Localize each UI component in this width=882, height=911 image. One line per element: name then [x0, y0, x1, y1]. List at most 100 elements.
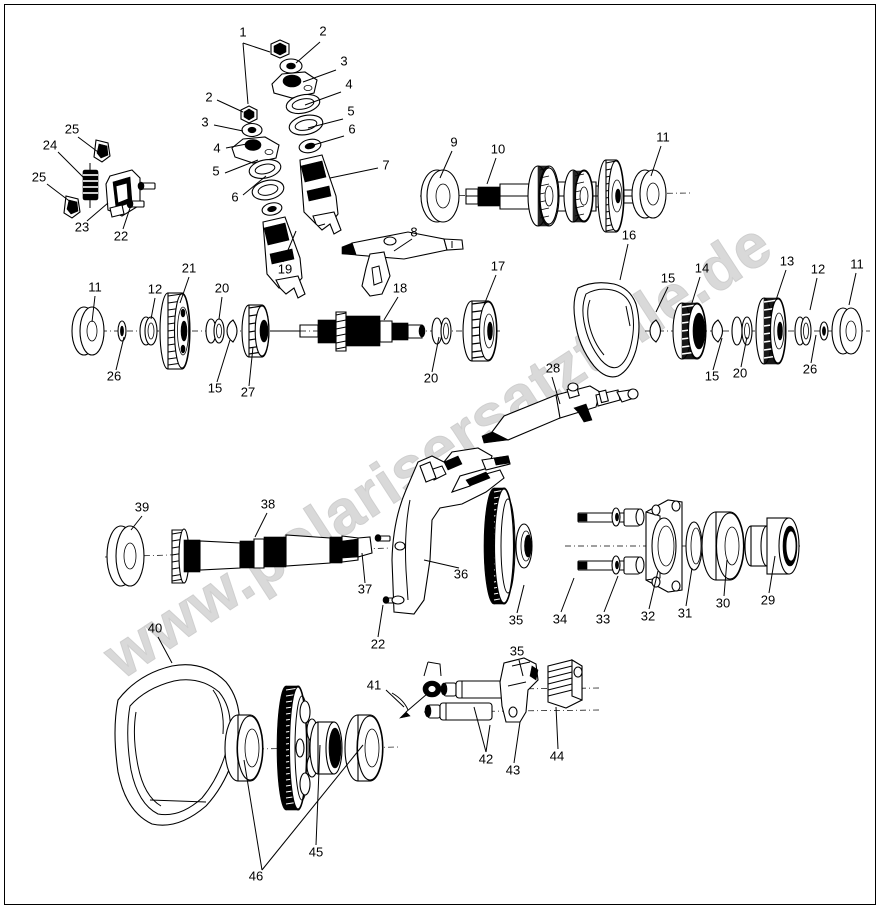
- leader-line: [439, 150, 453, 179]
- callout-number-20: 20: [215, 280, 229, 295]
- part-26-shim-left: [117, 320, 127, 342]
- callout-number-17: 17: [491, 258, 505, 273]
- hub-hardware-assembly: [565, 499, 800, 593]
- callout-number-28: 28: [546, 360, 560, 375]
- callout-number-44: 44: [550, 748, 564, 763]
- leader-line: [302, 69, 337, 83]
- callout-number-18: 18: [393, 280, 407, 295]
- part-28-shift-linkage: [481, 382, 639, 444]
- callout-number-46: 46: [249, 868, 263, 883]
- leader-line: [282, 230, 297, 263]
- part-37-bolt: [374, 534, 391, 542]
- leader-line: [385, 689, 405, 708]
- leader-line: [723, 559, 728, 597]
- leader-line: [57, 151, 86, 180]
- part-42-brake-pads: [424, 680, 509, 721]
- callout-number-6: 6: [231, 189, 238, 204]
- part-2-washer-lower: [241, 122, 263, 138]
- callout-number-27: 27: [241, 384, 255, 399]
- callout-number-3: 3: [340, 53, 347, 68]
- leader-line: [77, 136, 99, 153]
- callout-number-26: 26: [107, 368, 121, 383]
- callout-number-10: 10: [491, 141, 505, 156]
- leader-line: [122, 207, 131, 230]
- part-6-washer-lower: [261, 202, 283, 216]
- part-15-circlip-r2: [711, 319, 724, 343]
- leader-line: [486, 157, 497, 185]
- bolt-lower: [126, 199, 145, 209]
- part-4-seal-lower: [248, 159, 282, 179]
- leader-line: [393, 238, 413, 252]
- part-35-brake-disc: [483, 487, 533, 605]
- leader-line: [485, 724, 491, 753]
- leader-line: [261, 744, 364, 871]
- part-20-spacer-right: [731, 316, 753, 346]
- leader-line: [157, 636, 173, 664]
- leader-line: [655, 286, 669, 313]
- leader-line: [242, 42, 249, 105]
- leader-line: [254, 512, 268, 538]
- callout-number-41: 41: [367, 677, 381, 692]
- shift-shaft-lower-assembly: [231, 105, 306, 299]
- part-46-bearing-right: [344, 714, 384, 782]
- leader-lines: [46, 41, 857, 871]
- countershaft-center-assembly: [300, 300, 500, 362]
- callout-number-20: 20: [733, 365, 747, 380]
- callout-number-7: 7: [382, 157, 389, 172]
- callout-number-25: 25: [32, 169, 46, 184]
- callout-number-19: 19: [278, 261, 292, 276]
- caliper-spring-clip: [399, 661, 442, 719]
- part-38-output-shaft: [171, 528, 373, 584]
- callout-number-22: 22: [371, 636, 385, 651]
- callout-number-24: 24: [43, 137, 57, 152]
- callout-number-43: 43: [506, 762, 520, 777]
- leader-line: [307, 118, 344, 129]
- part-31-seal: [685, 521, 703, 571]
- callout-number-38: 38: [261, 496, 275, 511]
- part-3-plate-lower: [231, 136, 280, 164]
- leader-line: [304, 91, 342, 106]
- leader-line: [809, 277, 818, 311]
- leader-line: [712, 337, 723, 371]
- part-25-spring-seat-lower: [63, 195, 81, 219]
- leader-line: [225, 141, 258, 149]
- leader-line: [431, 336, 440, 373]
- callout-number-14: 14: [695, 260, 709, 275]
- part-20-spacer-left: [205, 318, 225, 344]
- countershaft-right-assembly: [645, 297, 870, 365]
- part-29-hub: [744, 517, 800, 575]
- part-16-drive-chain: [573, 282, 640, 378]
- leader-line: [648, 570, 659, 610]
- part-17-sprocket: [462, 300, 498, 362]
- part-5-oring-upper: [288, 114, 324, 136]
- part-20-spacer-center: [431, 317, 452, 345]
- leader-line: [315, 744, 321, 846]
- callout-number-3: 3: [201, 114, 208, 129]
- leader-line: [329, 167, 379, 179]
- callout-number-11: 11: [850, 256, 864, 271]
- leader-line: [603, 575, 619, 613]
- output-shaft-assembly: [104, 525, 399, 604]
- mainshaft-gear-2: [563, 169, 594, 223]
- callout-number-29: 29: [761, 592, 775, 607]
- leader-line: [650, 145, 662, 177]
- part-15-circlip-left: [226, 319, 238, 343]
- leader-line: [516, 584, 525, 614]
- callout-number-45: 45: [309, 844, 323, 859]
- callout-number-35: 35: [510, 643, 524, 658]
- part-36-brake-bracket: [391, 447, 511, 615]
- leader-line: [551, 376, 561, 405]
- part-12-washer-left: [139, 316, 158, 346]
- callout-number-5: 5: [212, 163, 219, 178]
- callout-number-6: 6: [348, 121, 355, 136]
- callout-number-2: 2: [319, 23, 326, 38]
- part-8-shift-fork: [341, 231, 464, 297]
- part-40-drive-belt: [114, 664, 241, 826]
- bolt-upper: [137, 181, 156, 191]
- part-9-bearing: [420, 169, 460, 223]
- countershaft-left-assembly: [71, 292, 319, 370]
- leader-line: [46, 183, 73, 204]
